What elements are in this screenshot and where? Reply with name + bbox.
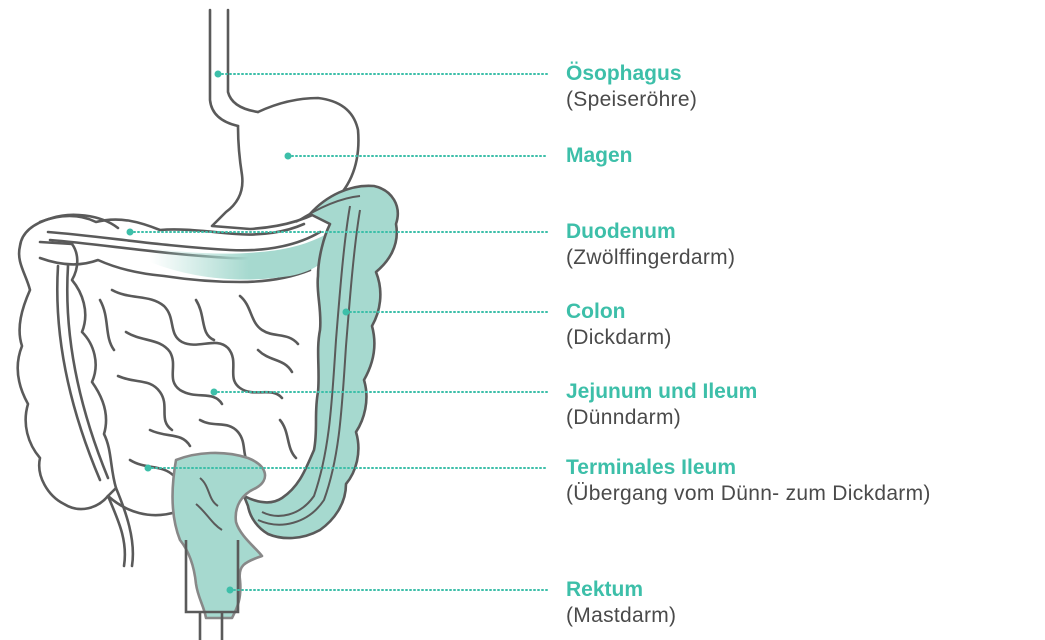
dot-magen <box>285 153 292 160</box>
label-name: Colon <box>566 299 672 325</box>
label-name: Ösophagus <box>566 61 697 87</box>
label-name: Duodenum <box>566 219 735 245</box>
oesophagus-shape <box>210 10 238 126</box>
dot-colon <box>343 309 350 316</box>
label-sub: (Dickdarm) <box>566 325 672 351</box>
label-colon: Colon (Dickdarm) <box>566 299 672 352</box>
label-name: Magen <box>566 143 633 169</box>
label-ileum: Terminales Ileum (Übergang vom Dünn- zum… <box>566 455 931 508</box>
dot-oesophagus <box>215 71 222 78</box>
label-name: Rektum <box>566 577 676 603</box>
dot-duodenum <box>127 229 134 236</box>
dot-ileum <box>145 465 152 472</box>
label-sub: (Mastdarm) <box>566 603 676 629</box>
label-sub: (Zwölffingerdarm) <box>566 245 735 271</box>
label-sub: (Dünndarm) <box>566 405 757 431</box>
label-rektum: Rektum (Mastdarm) <box>566 577 676 630</box>
label-name: Terminales Ileum <box>566 455 931 481</box>
label-magen: Magen <box>566 143 633 169</box>
label-duodenum: Duodenum (Zwölffingerdarm) <box>566 219 735 272</box>
label-sub: (Übergang vom Dünn- zum Dickdarm) <box>566 481 931 507</box>
label-name: Jejunum und Ileum <box>566 379 757 405</box>
small-intestine-loops <box>100 290 298 476</box>
label-jejunum: Jejunum und Ileum (Dünndarm) <box>566 379 757 432</box>
dot-jejunum <box>211 389 218 396</box>
dot-rektum <box>227 587 234 594</box>
label-oesophagus: Ösophagus (Speiseröhre) <box>566 61 697 114</box>
label-sub: (Speiseröhre) <box>566 87 697 113</box>
